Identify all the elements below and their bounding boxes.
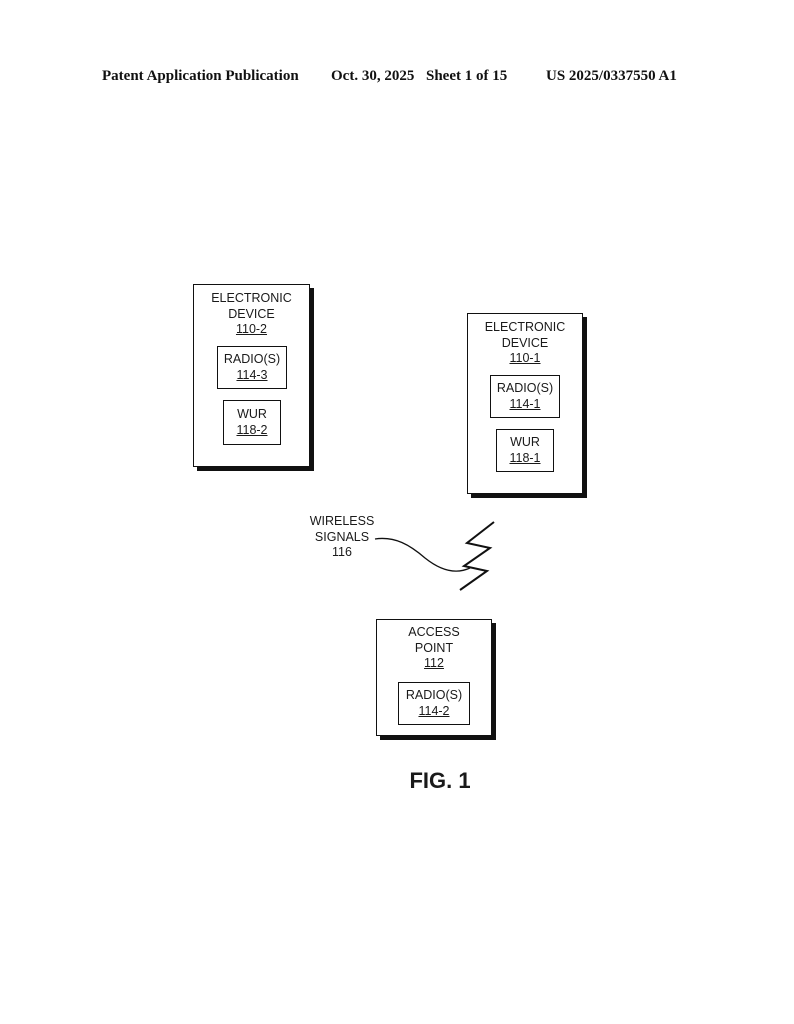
page-header: Patent Application Publication Oct. 30, … [0, 68, 794, 88]
radio-label: RADIO(S) [496, 381, 554, 395]
ap-title-line2: POINT [414, 640, 454, 655]
wur-label: WUR [237, 407, 267, 421]
radio-114-1: RADIO(S) 114-1 [490, 375, 560, 418]
device-title-line2: DEVICE [501, 335, 549, 350]
wur-118-1: WUR 118-1 [496, 429, 554, 472]
radio-ref: 114-2 [418, 704, 450, 718]
wur-118-2: WUR 118-2 [223, 400, 281, 445]
publication-date: Oct. 30, 2025 [331, 68, 415, 84]
access-point-112: ACCESS POINT 112 [376, 619, 492, 736]
signals-line1: WIRELESS [309, 514, 375, 528]
signals-ref: 116 [332, 545, 352, 559]
wur-ref: 118-2 [236, 423, 268, 437]
radio-ref: 114-1 [509, 397, 541, 411]
device-title-line2: DEVICE [228, 306, 275, 321]
wireless-signals-label: WIRELESS SIGNALS 116 [300, 514, 384, 561]
radio-114-2: RADIO(S) 114-2 [398, 682, 470, 725]
publication-number: US 2025/0337550 A1 [546, 68, 677, 84]
figure-label: FIG. 1 [409, 768, 471, 793]
radio-114-3: RADIO(S) 114-3 [217, 346, 287, 389]
publication-title: Patent Application Publication [102, 68, 299, 84]
signals-line2: SIGNALS [314, 529, 370, 544]
wur-ref: 118-1 [509, 451, 541, 465]
radio-label: RADIO(S) [405, 688, 463, 702]
radio-label: RADIO(S) [223, 352, 281, 366]
device-ref: 110-2 [235, 322, 268, 336]
ap-title-line1: ACCESS [408, 625, 460, 639]
wur-label: WUR [510, 435, 540, 449]
ap-ref: 112 [424, 656, 444, 670]
wireless-signal-icon [459, 521, 495, 591]
device-title-line1: ELECTRONIC [484, 320, 566, 334]
radio-ref: 114-3 [236, 368, 268, 382]
device-title-line1: ELECTRONIC [211, 291, 292, 305]
sheet-number: Sheet 1 of 15 [426, 68, 508, 84]
device-ref: 110-1 [509, 351, 541, 365]
signal-leader-line [374, 537, 471, 572]
